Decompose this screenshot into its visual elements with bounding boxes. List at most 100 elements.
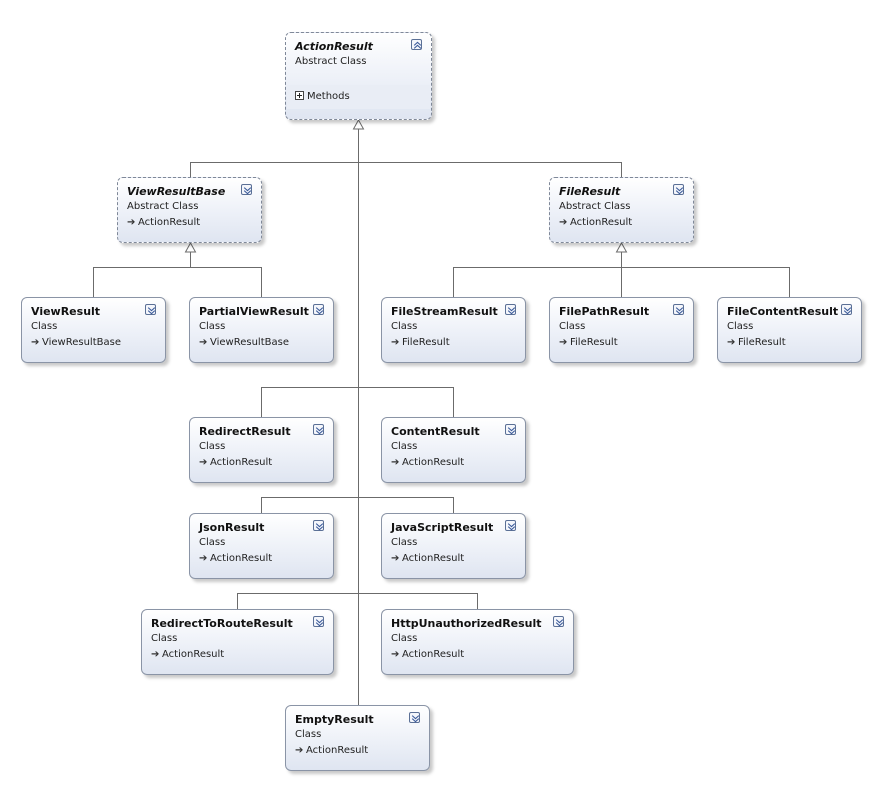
class-name: RedirectResult	[199, 425, 291, 438]
expand-chevron-icon[interactable]	[313, 424, 324, 435]
inherits-arrow-icon: ➔	[391, 649, 400, 660]
expand-chevron-icon[interactable]	[505, 424, 516, 435]
class-name: FileResult	[559, 185, 621, 198]
base-class: ➔ActionResult	[391, 457, 464, 468]
class-name: ViewResult	[31, 305, 101, 318]
expand-chevron-icon[interactable]	[553, 616, 564, 627]
base-class-name: ActionResult	[402, 457, 465, 468]
expand-chevron-icon[interactable]	[313, 616, 324, 627]
class-name: JavaScriptResult	[391, 521, 494, 534]
collapse-chevron-icon[interactable]	[411, 39, 422, 50]
inherits-arrow-icon: ➔	[559, 337, 568, 348]
base-class: ➔ActionResult	[559, 217, 632, 228]
class-kind: Class	[559, 321, 586, 332]
base-class: ➔ActionResult	[391, 553, 464, 564]
expand-chevron-icon[interactable]	[409, 712, 420, 723]
inherits-arrow-icon: ➔	[559, 217, 568, 228]
inheritance-branch-viewresultbase	[93, 267, 262, 297]
class-kind: Class	[31, 321, 58, 332]
base-class-name: ActionResult	[306, 745, 369, 756]
class-box-actionresult[interactable]: ActionResult Abstract Class Methods	[285, 32, 432, 120]
base-class: ➔FileResult	[559, 337, 618, 348]
methods-compartment-toggle[interactable]: Methods	[295, 91, 350, 102]
base-class: ➔ActionResult	[199, 553, 272, 564]
class-kind: Class	[199, 321, 226, 332]
class-kind: Class	[727, 321, 754, 332]
inherits-arrow-icon: ➔	[391, 457, 400, 468]
expand-chevron-icon[interactable]	[673, 304, 684, 315]
base-class-name: ActionResult	[210, 553, 273, 564]
class-kind: Abstract Class	[559, 201, 631, 212]
inherits-arrow-icon: ➔	[295, 745, 304, 756]
inheritance-branch-json-javascript	[261, 497, 454, 513]
base-class-name: ViewResultBase	[210, 337, 289, 348]
inherits-arrow-icon: ➔	[199, 337, 208, 348]
base-class: ➔ActionResult	[127, 217, 200, 228]
inherits-arrow-icon: ➔	[727, 337, 736, 348]
inherits-arrow-icon: ➔	[31, 337, 40, 348]
base-class: ➔ActionResult	[295, 745, 368, 756]
inherits-arrow-icon: ➔	[391, 337, 400, 348]
base-class: ➔FileResult	[391, 337, 450, 348]
expand-chevron-icon[interactable]	[841, 304, 852, 315]
inheritance-branch-redirect-content	[261, 387, 454, 417]
base-class-name: FileResult	[570, 337, 618, 348]
class-kind: Abstract Class	[127, 201, 199, 212]
inherits-arrow-icon: ➔	[127, 217, 136, 228]
generalization-arrowhead-fileresult	[615, 241, 628, 253]
class-name: ActionResult	[295, 40, 373, 53]
inherits-arrow-icon: ➔	[199, 553, 208, 564]
compartment-label: Methods	[307, 91, 350, 102]
base-class: ➔ViewResultBase	[31, 337, 121, 348]
base-class: ➔FileResult	[727, 337, 786, 348]
inheritance-branch-route-unauthorized	[237, 593, 478, 609]
base-class: ➔ViewResultBase	[199, 337, 289, 348]
base-class-name: ActionResult	[162, 649, 225, 660]
expand-chevron-icon[interactable]	[145, 304, 156, 315]
base-class: ➔ActionResult	[151, 649, 224, 660]
class-kind: Abstract Class	[295, 56, 367, 67]
class-kind: Class	[391, 633, 418, 644]
class-name: JsonResult	[199, 521, 265, 534]
generalization-arrowhead-actionresult	[352, 118, 365, 130]
class-kind: Class	[199, 537, 226, 548]
plus-box-icon	[295, 91, 304, 100]
base-class: ➔ActionResult	[199, 457, 272, 468]
class-name: ContentResult	[391, 425, 480, 438]
class-name: PartialViewResult	[199, 305, 309, 318]
expand-chevron-icon[interactable]	[505, 520, 516, 531]
expand-chevron-icon[interactable]	[313, 520, 324, 531]
base-class-name: ActionResult	[210, 457, 273, 468]
expand-chevron-icon[interactable]	[313, 304, 324, 315]
inherits-arrow-icon: ➔	[391, 553, 400, 564]
class-name: FileContentResult	[727, 305, 839, 318]
class-kind: Class	[151, 633, 178, 644]
class-name: FileStreamResult	[391, 305, 498, 318]
methods-compartment	[287, 85, 430, 109]
class-kind: Class	[391, 441, 418, 452]
base-class-name: ViewResultBase	[42, 337, 121, 348]
class-name: EmptyResult	[295, 713, 374, 726]
base-class-name: ActionResult	[402, 553, 465, 564]
expand-chevron-icon[interactable]	[505, 304, 516, 315]
inheritance-branch-abstract	[190, 162, 622, 177]
base-class-name: ActionResult	[138, 217, 201, 228]
expand-chevron-icon[interactable]	[241, 184, 252, 195]
expand-chevron-icon[interactable]	[673, 184, 684, 195]
base-class-name: ActionResult	[570, 217, 633, 228]
base-class-name: ActionResult	[402, 649, 465, 660]
